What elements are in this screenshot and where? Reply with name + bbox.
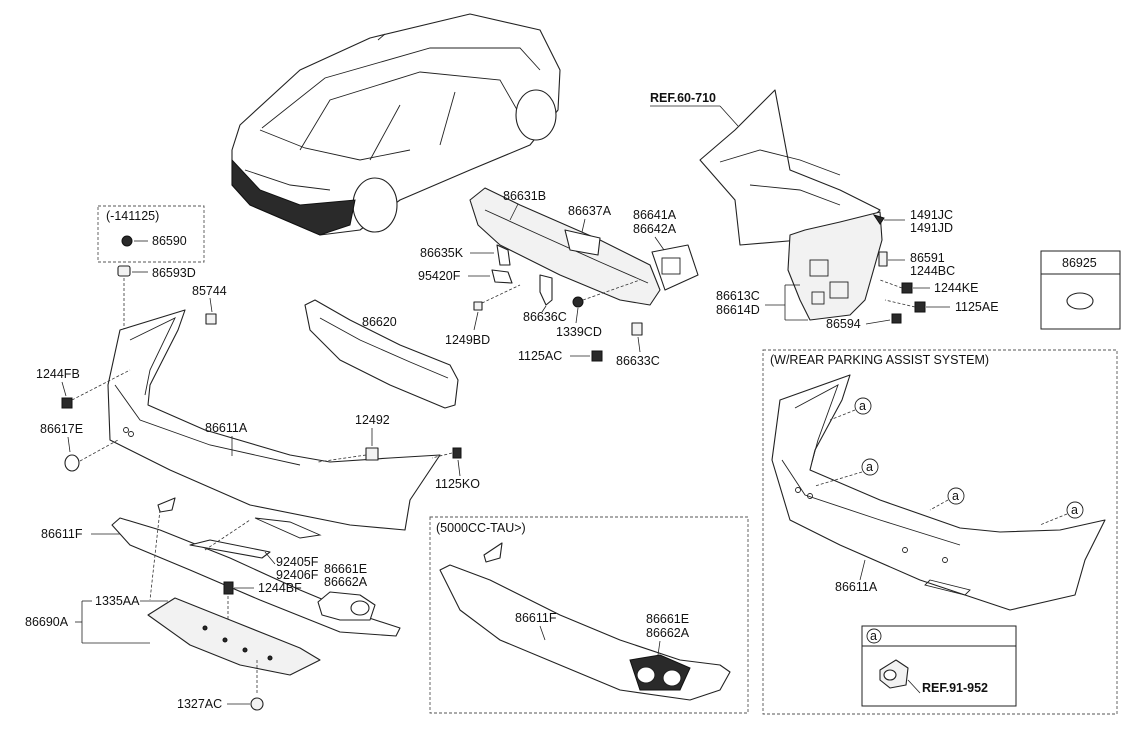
sensor-marker-3: a bbox=[929, 487, 965, 511]
sensor-marker-2: a bbox=[814, 458, 879, 487]
label-86611F: 86611F bbox=[41, 527, 83, 541]
garnish-92405F: 92405F 92406F bbox=[189, 517, 322, 582]
label-1125AE: 1125AE bbox=[955, 300, 999, 314]
label-85744: 85744 bbox=[192, 284, 227, 298]
label-12492: 12492 bbox=[355, 413, 390, 427]
marker-a-1: a bbox=[859, 399, 866, 413]
body-panel-ref: REF.60-710 bbox=[650, 89, 881, 246]
label-86637A: 86637A bbox=[568, 204, 612, 218]
label-1491JC: 1491JC bbox=[910, 208, 953, 222]
sensor-marker-1: a bbox=[829, 397, 872, 421]
label-1244BC: 1244BC bbox=[910, 264, 955, 278]
label-86611A: 86611A bbox=[205, 421, 248, 435]
label-1491JD: 1491JD bbox=[910, 221, 953, 235]
marker-a-2: a bbox=[866, 460, 873, 474]
clip-86633C: 86633C bbox=[616, 322, 660, 368]
bolt-86591: 86591 1244BC bbox=[878, 251, 955, 278]
label-86611A-parking: 86611A bbox=[835, 580, 878, 594]
bolt-1244KE: 1244KE bbox=[879, 279, 978, 295]
ref-sensor-label[interactable]: REF.91-952 bbox=[922, 681, 988, 695]
bracket-86636C: 86636C bbox=[523, 274, 567, 324]
label-86631B: 86631B bbox=[503, 189, 546, 203]
nut-1327AC: 1327AC bbox=[177, 660, 264, 711]
variant-5000cc-label: (5000CC-TAU>) bbox=[436, 521, 526, 535]
bolt-1249BD: 1249BD bbox=[445, 284, 521, 347]
label-1244FB: 1244FB bbox=[36, 367, 80, 381]
bracket-86641A: 86641A 86642A bbox=[633, 208, 699, 291]
label-86591: 86591 bbox=[910, 251, 945, 265]
clip-86594: 86594 bbox=[826, 313, 902, 331]
bolt-1125AC: 1125AC bbox=[518, 349, 603, 363]
label-86662A: 86662A bbox=[324, 575, 368, 589]
screw-1244BF: 1244BF bbox=[223, 581, 302, 640]
label-86641A: 86641A bbox=[633, 208, 677, 222]
label-1339CD: 1339CD bbox=[556, 325, 602, 339]
car-illustration bbox=[231, 13, 561, 236]
label-1244KE: 1244KE bbox=[934, 281, 978, 295]
label-86661E-variant: 86661E bbox=[646, 612, 689, 626]
bolt-1125KO: 1125KO bbox=[431, 447, 480, 491]
parking-assist-box: (W/REAR PARKING ASSIST SYSTEM) a a a a bbox=[762, 349, 1118, 715]
period-label: (-141125) bbox=[106, 209, 159, 223]
label-86594: 86594 bbox=[826, 317, 861, 331]
tip-86661E: 86661E 86662A bbox=[317, 562, 376, 621]
bracket-86635K: 86635K bbox=[420, 244, 511, 266]
period-box: (-141125) 86590 bbox=[97, 205, 205, 263]
label-86617E: 86617E bbox=[40, 422, 83, 436]
ref-body-label[interactable]: REF.60-710 bbox=[650, 91, 716, 105]
label-1244BF: 1244BF bbox=[258, 581, 302, 595]
clip-1491JC: 1491JC 1491JD bbox=[872, 208, 953, 235]
label-92405F: 92405F bbox=[276, 555, 319, 569]
label-1327AC: 1327AC bbox=[177, 697, 222, 711]
bolt-12492: 12492 bbox=[317, 413, 390, 463]
screw-1244FB: 1244FB bbox=[36, 367, 131, 409]
label-86620: 86620 bbox=[362, 315, 397, 329]
label-92406F: 92406F bbox=[276, 568, 319, 582]
label-86613C: 86613C bbox=[716, 289, 760, 303]
label-1125AC: 1125AC bbox=[518, 349, 562, 363]
bracket-86637A: 86637A bbox=[564, 204, 612, 256]
rear-bumper-86611A: 86611A bbox=[107, 309, 441, 531]
marker-a-ref: a bbox=[870, 629, 877, 643]
marker-a-4: a bbox=[1071, 503, 1078, 517]
marker-a-3: a bbox=[952, 489, 959, 503]
label-86661E: 86661E bbox=[324, 562, 367, 576]
clip-85744: 85744 bbox=[192, 284, 227, 325]
energy-absorber-86620: 86620 bbox=[304, 299, 459, 409]
sensor-marker-4: a bbox=[1039, 501, 1084, 526]
label-1335AA: 1335AA bbox=[95, 594, 140, 608]
sensor-ref-box: a REF.91-952 bbox=[861, 625, 1017, 707]
label-86662A-variant: 86662A bbox=[646, 626, 690, 640]
clip-95420F: 95420F bbox=[418, 269, 513, 284]
variant-5000cc-box: (5000CC-TAU>) 86611F 86661E 86662A bbox=[429, 516, 749, 714]
rear-beam-86631B: 86631B bbox=[469, 187, 661, 306]
emblem-box-86925: 86925 bbox=[1040, 250, 1121, 330]
label-86635K: 86635K bbox=[420, 246, 464, 260]
bolt-1125AE: 1125AE bbox=[884, 299, 999, 314]
label-86690A: 86690A bbox=[25, 615, 69, 629]
label-86642A: 86642A bbox=[633, 222, 677, 236]
label-86614D: 86614D bbox=[716, 303, 760, 317]
nut-1339CD: 1339CD bbox=[556, 279, 641, 339]
side-bracket-86613C: 86613C 86614D bbox=[716, 211, 883, 321]
legend-code-86925: 86925 bbox=[1062, 256, 1097, 270]
label-86636C: 86636C bbox=[523, 310, 567, 324]
label-95420F: 95420F bbox=[418, 269, 461, 283]
label-1125KO: 1125KO bbox=[435, 477, 480, 491]
label-86633C: 86633C bbox=[616, 354, 660, 368]
label-86611F-variant: 86611F bbox=[515, 611, 557, 625]
cap-86617E: 86617E bbox=[40, 422, 119, 472]
skid-plate-86690A: 1335AA 86690A bbox=[25, 594, 321, 676]
label-1249BD: 1249BD bbox=[445, 333, 490, 347]
label-86593D: 86593D bbox=[152, 266, 196, 280]
parking-assist-label: (W/REAR PARKING ASSIST SYSTEM) bbox=[770, 353, 989, 367]
clip-86593D: 86593D bbox=[117, 265, 196, 330]
label-86590: 86590 bbox=[152, 234, 187, 248]
